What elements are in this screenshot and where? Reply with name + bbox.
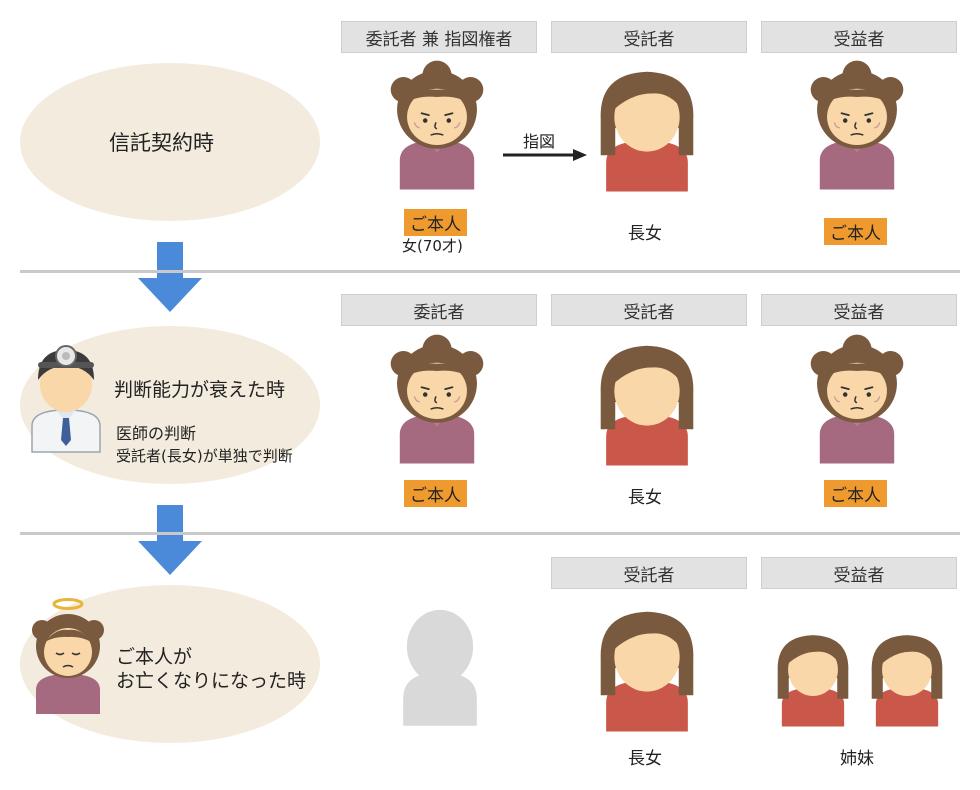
elderly-woman-icon [378,330,496,470]
role-header-trustor-director: 委託者 兼 指図権者 [341,21,537,53]
down-arrow-icon [138,505,202,575]
arrow-label: 指図 [523,132,556,151]
stage-3-title-line-2: お亡くなりになった時 [116,670,307,692]
elderly-woman-icon [378,56,496,196]
role-header-trustee: 受託者 [551,294,747,326]
stage-2-sub-doctor: 医師の判断 [116,424,197,443]
person-label-eldest-daughter: 長女 [628,224,662,244]
role-header-trustee: 受託者 [551,21,747,53]
daughter-icon [588,600,706,736]
daughter-icon [588,334,706,470]
person-label-eldest-daughter: 長女 [628,749,662,769]
daughter-icon [768,626,858,730]
elderly-woman-icon [798,330,916,470]
role-header-beneficiary: 受益者 [761,21,957,53]
doctor-icon [31,345,101,453]
stage-divider [20,270,960,273]
daughter-icon [862,626,952,730]
stage-3-title-line-1: ご本人が [116,646,193,668]
person-badge-self: ご本人 [824,218,887,245]
role-header-trustor: 委託者 [341,294,537,326]
elderly-woman-icon [798,56,916,196]
stage-divider [20,532,960,535]
stage-2-title: 判断能力が衰えた時 [114,379,286,401]
down-arrow-icon [138,242,202,312]
person-badge-self: ご本人 [404,209,467,236]
deceased-angel-icon [32,598,104,714]
person-badge-self: ご本人 [824,480,887,507]
person-label-eldest-daughter: 長女 [628,488,662,508]
stage-2-sub-trustee: 受託者(長女)が単独で判断 [116,447,293,465]
stage-1-title: 信託契約時 [109,131,214,155]
daughter-icon [588,60,706,196]
right-arrow-icon [503,149,587,161]
stage-1-bubble [20,63,320,221]
person-note-age: 女(70才) [402,237,463,255]
person-badge-self: ご本人 [404,480,467,507]
role-header-beneficiary: 受益者 [761,557,957,589]
silhouette-icon [394,604,486,728]
role-header-trustee: 受託者 [551,557,747,589]
person-label-sisters: 姉妹 [840,749,874,769]
role-header-beneficiary: 受益者 [761,294,957,326]
